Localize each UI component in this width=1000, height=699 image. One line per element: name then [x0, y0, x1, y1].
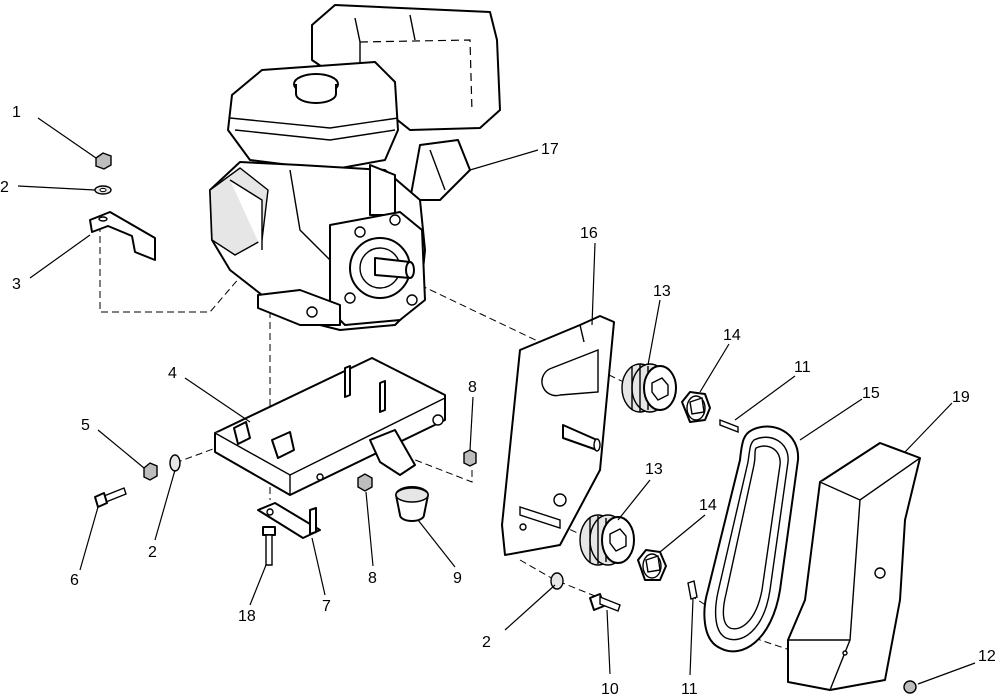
- callout-14-upper: 14: [723, 327, 741, 344]
- part-16-pulley-plate: [501, 315, 615, 556]
- callout-7: 7: [322, 598, 331, 615]
- part-9-rubber-mount: [395, 486, 429, 522]
- part-10-bolt: [589, 593, 621, 612]
- callout-14-lower: 14: [699, 497, 717, 514]
- callout-2-lower: 2: [482, 634, 491, 651]
- part-11-key-lower: [687, 580, 698, 600]
- part-7-clamp: [257, 502, 321, 539]
- part-14-bushing-lower: [637, 549, 667, 581]
- part-12-screw: [903, 680, 917, 694]
- callout-11-lower: 11: [681, 681, 698, 698]
- callout-labels: 1 2 3 17 16 13 14 11 15 19 4 8 5 2 6 8 9…: [0, 104, 996, 698]
- callout-16: 16: [580, 225, 598, 242]
- callout-4: 4: [168, 365, 177, 382]
- callout-13-lower: 13: [645, 461, 663, 478]
- leader-lines: [17, 117, 976, 685]
- part-11-key-upper: [719, 418, 739, 434]
- callout-2-top: 2: [0, 179, 9, 196]
- part-13-pulley-lower: [579, 514, 635, 566]
- part-5-nut: [143, 462, 158, 481]
- part-8-nut-upper: [463, 449, 477, 467]
- engine: [209, 4, 501, 331]
- callout-12: 12: [978, 648, 996, 665]
- part-6-bolt: [94, 487, 127, 508]
- part-8-nut-lower: [357, 473, 373, 492]
- callout-5: 5: [81, 417, 90, 434]
- callout-18: 18: [238, 608, 256, 625]
- part-2-washer-left: [169, 454, 181, 472]
- callout-9: 9: [453, 570, 462, 587]
- callout-11-upper: 11: [794, 359, 811, 376]
- callout-8-upper: 8: [468, 379, 477, 396]
- part-15-belt: [703, 425, 800, 653]
- callout-15: 15: [862, 385, 880, 402]
- callout-13-upper: 13: [653, 283, 671, 300]
- part-13-pulley-upper: [621, 363, 677, 413]
- part-2-washer-lower: [550, 572, 564, 590]
- part-2-washer-top: [94, 185, 112, 195]
- callout-10: 10: [601, 681, 619, 698]
- callout-2-left: 2: [148, 544, 157, 561]
- part-19-belt-guard: [787, 442, 921, 691]
- callout-17: 17: [541, 141, 559, 158]
- callout-8-lower: 8: [368, 570, 377, 587]
- callout-3: 3: [12, 276, 21, 293]
- part-3-bracket: [89, 211, 156, 261]
- part-14-bushing-upper: [681, 391, 711, 423]
- part-4-mounting-plate: [214, 357, 446, 496]
- part-18-bolt: [262, 526, 276, 566]
- callout-19: 19: [952, 389, 970, 406]
- callout-1: 1: [12, 104, 21, 121]
- part-1-nut: [95, 152, 112, 170]
- callout-6: 6: [70, 572, 79, 589]
